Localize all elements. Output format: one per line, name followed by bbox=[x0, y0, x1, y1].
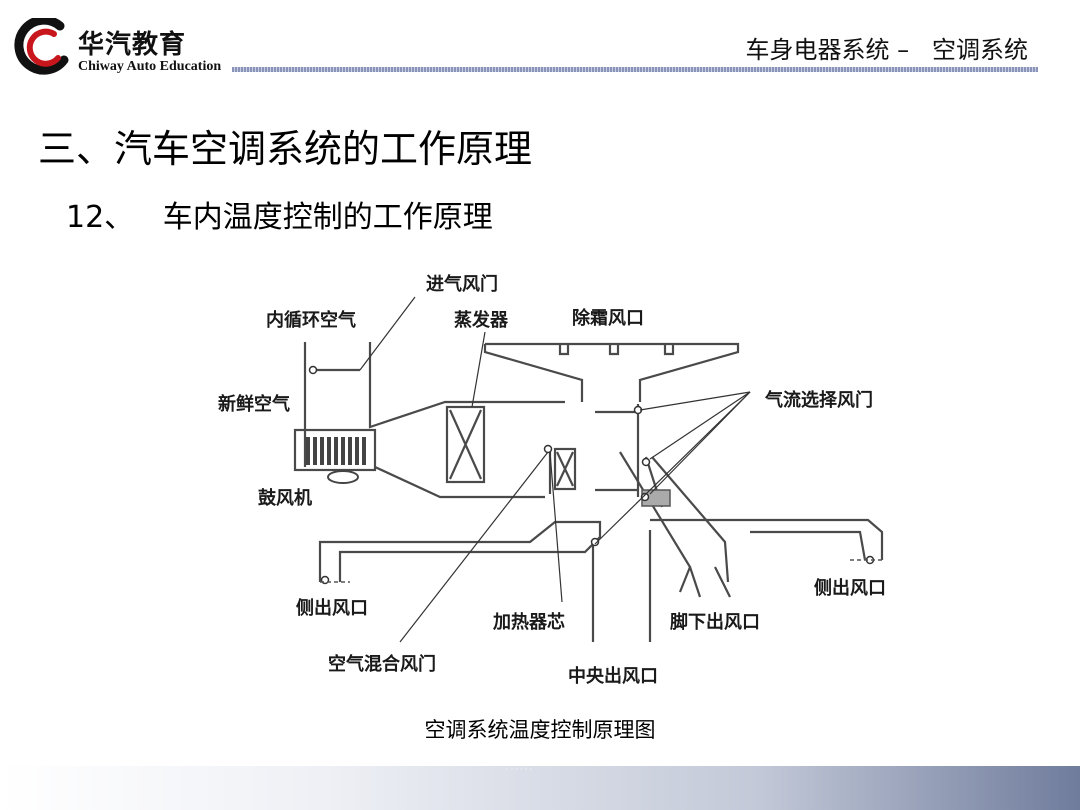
label-defrost-vent: 除霜风口 bbox=[572, 308, 644, 329]
footer-faint-text: …… bbox=[505, 758, 533, 774]
blower-motor bbox=[327, 470, 359, 484]
slide-subtitle: 12、 车内温度控制的工作原理 bbox=[66, 200, 493, 235]
blower-fan bbox=[306, 437, 366, 465]
label-blower: 鼓风机 bbox=[258, 488, 312, 509]
logo-chinese-name: 华汽教育 bbox=[78, 30, 187, 60]
right-side-vent-duct bbox=[650, 518, 884, 561]
defrost-duct-top bbox=[485, 342, 740, 402]
ac-temperature-control-diagram: 进气风门 内循环空气 蒸发器 除霜风口 新鲜空气 气流选择风门 鼓风机 侧出风口… bbox=[210, 262, 910, 702]
label-side-vent-left: 侧出风口 bbox=[296, 598, 368, 619]
defrost-duct-left bbox=[483, 344, 584, 402]
label-recirc-air: 内循环空气 bbox=[266, 310, 356, 331]
label-center-vent: 中央出风口 bbox=[568, 666, 658, 687]
left-side-vent-duct bbox=[318, 520, 602, 582]
blower-housing bbox=[293, 428, 377, 472]
logo-english-name: Chiway Auto Education bbox=[78, 59, 222, 74]
intake-duct-right-wall bbox=[368, 342, 565, 429]
diagram-caption: 空调系统温度控制原理图 bbox=[424, 718, 656, 742]
slide-header: 华汽教育 Chiway Auto Education 车身电器系统 – 空调系统 bbox=[0, 0, 1080, 80]
label-airflow-selector-doors: 气流选择风门 bbox=[765, 390, 873, 411]
evaporator-cross bbox=[448, 409, 483, 480]
label-heater-core: 加热器芯 bbox=[493, 612, 565, 633]
foot-vent-flare bbox=[688, 566, 731, 598]
footer-band bbox=[0, 766, 1080, 810]
evaporator-box bbox=[445, 405, 486, 484]
chiway-logo-icon bbox=[14, 18, 69, 75]
center-vent-duct bbox=[591, 530, 652, 642]
heater-core-cross bbox=[556, 451, 574, 487]
header-divider bbox=[232, 67, 1038, 72]
slide-title: 三、汽车空调系统的工作原理 bbox=[38, 127, 533, 171]
label-air-blend-door: 空气混合风门 bbox=[328, 654, 436, 675]
label-side-vent-right: 侧出风口 bbox=[814, 578, 886, 599]
label-fresh-air: 新鲜空气 bbox=[218, 394, 290, 415]
foot-duct-right bbox=[651, 456, 730, 583]
foot-duct-left bbox=[619, 451, 692, 593]
leader-lines bbox=[359, 296, 751, 643]
diagram-drawing bbox=[293, 296, 884, 643]
door-pivots bbox=[308, 365, 875, 585]
lower-duct-wall bbox=[374, 466, 545, 499]
label-foot-vent: 脚下出风口 bbox=[670, 612, 760, 633]
heater-core-box bbox=[553, 447, 577, 491]
label-evaporator: 蒸发器 bbox=[454, 310, 508, 331]
defrost-vent-slots bbox=[558, 344, 675, 356]
label-intake-door: 进气风门 bbox=[426, 274, 498, 295]
header-section-title: 车身电器系统 – 空调系统 bbox=[745, 36, 1028, 64]
